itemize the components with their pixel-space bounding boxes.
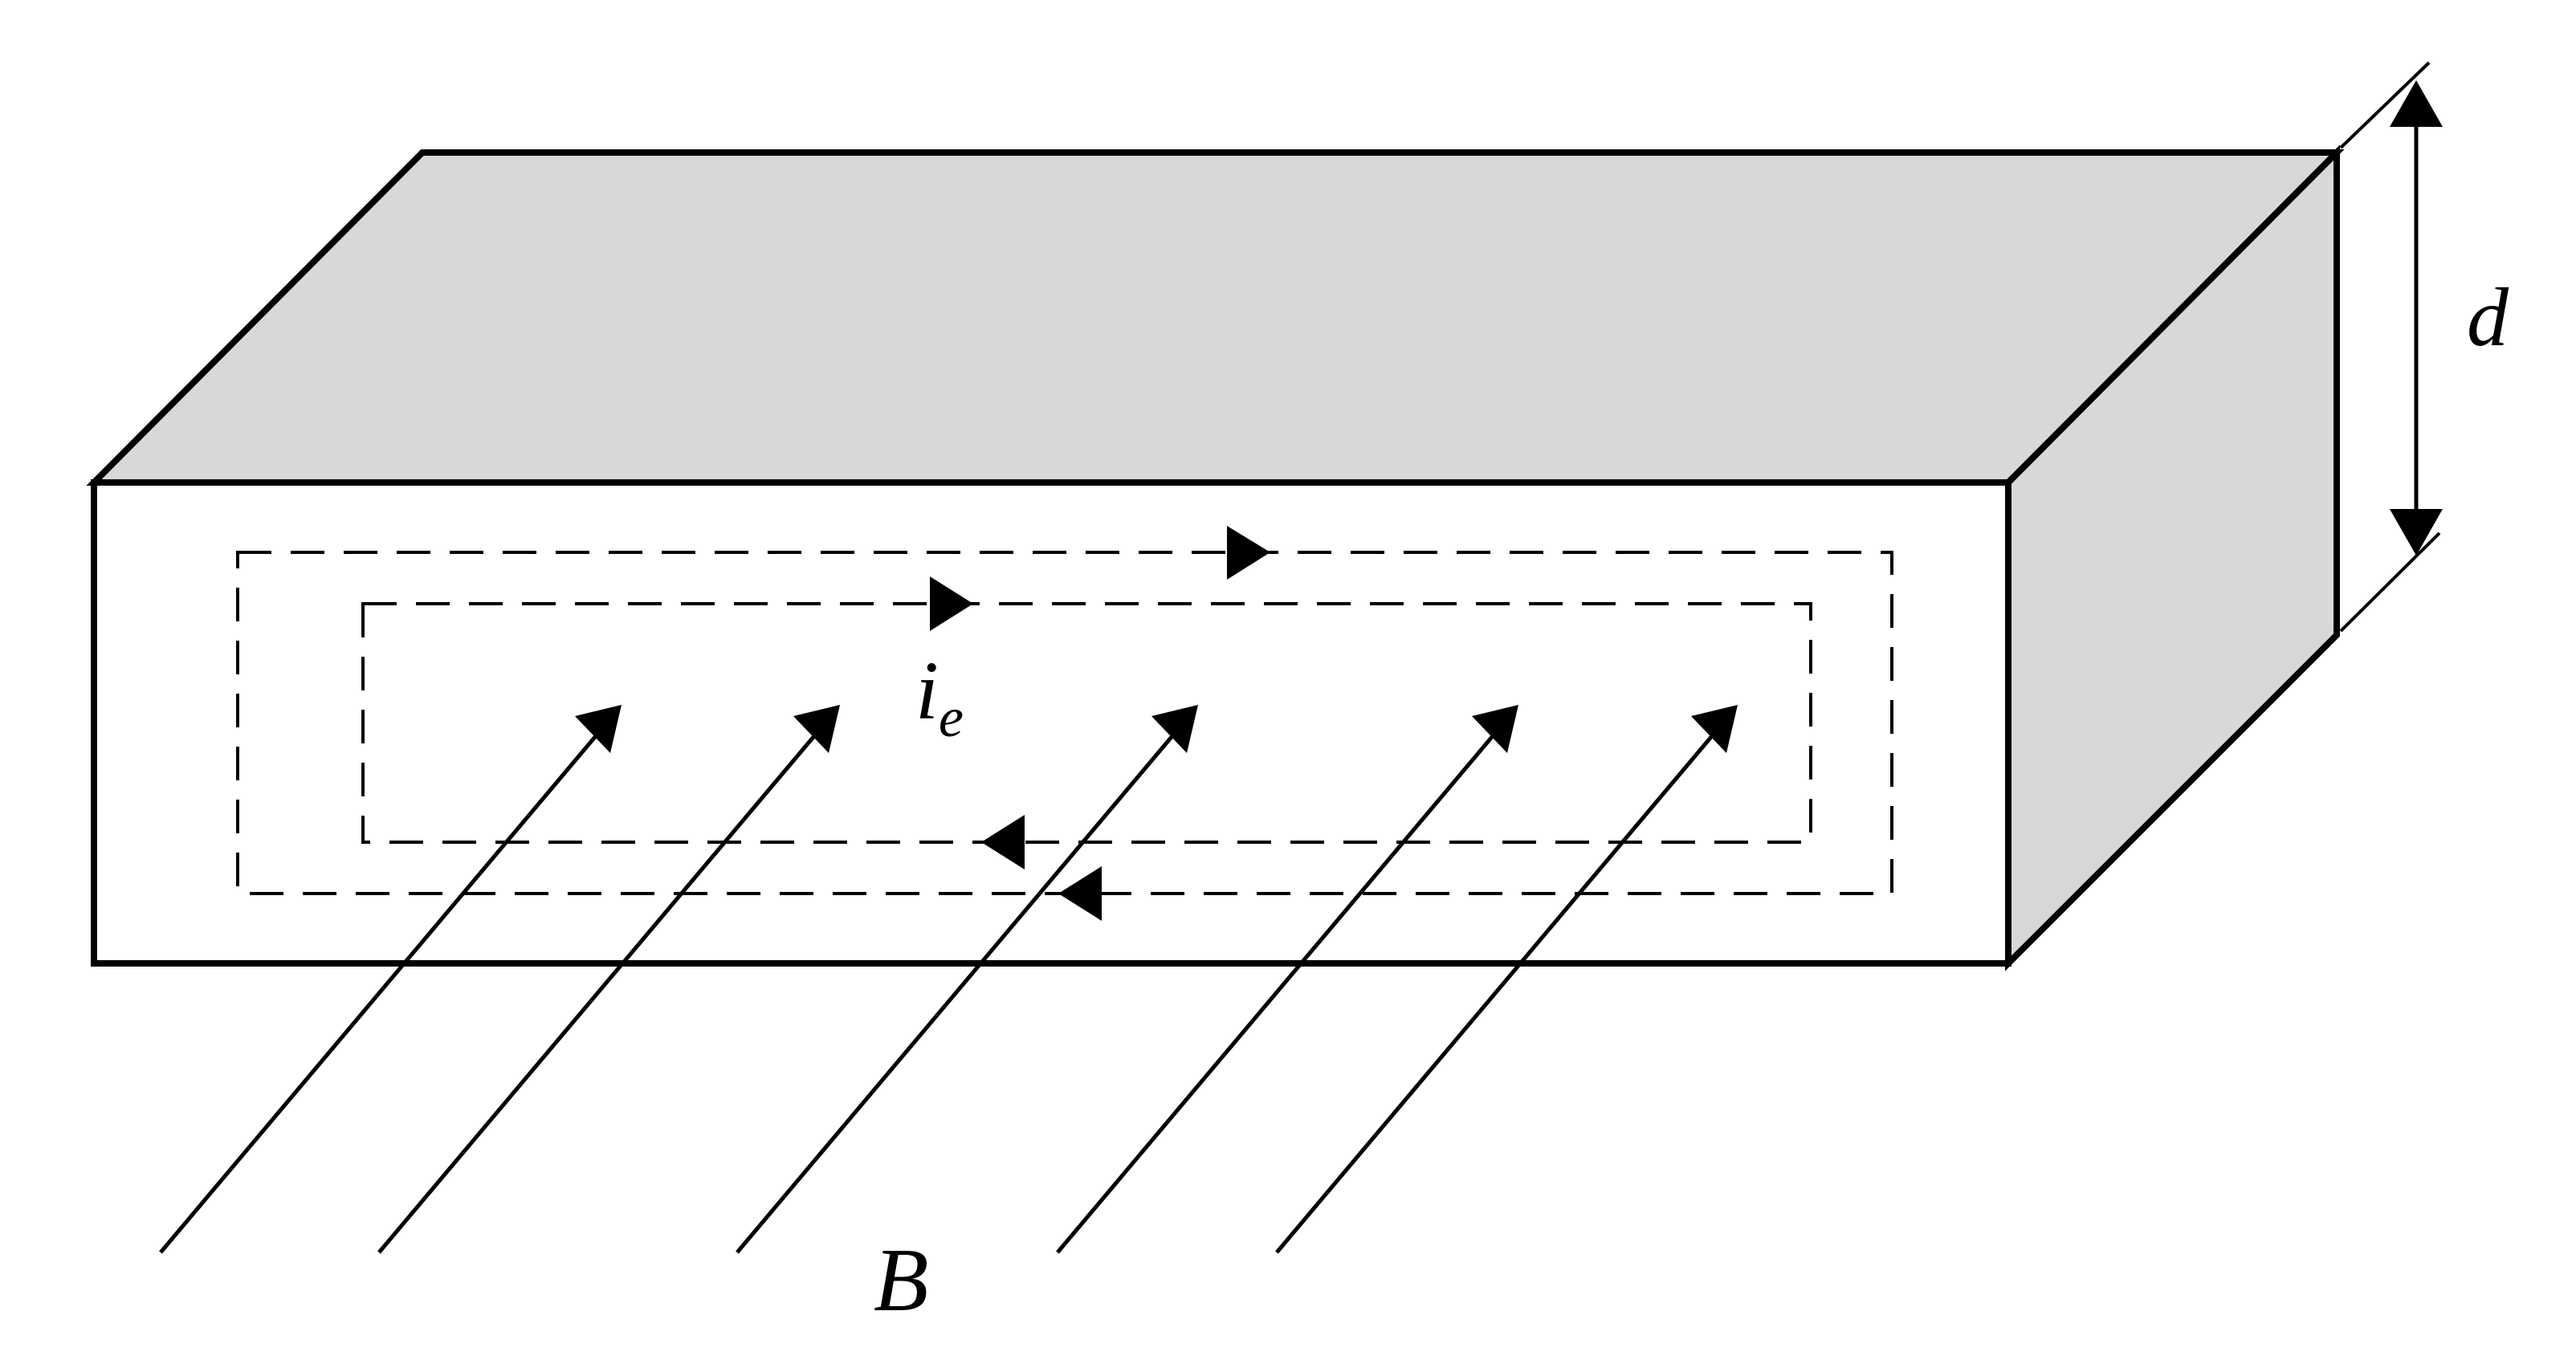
loop-arrow-outer-top <box>1227 526 1270 580</box>
dimension-arrow-up <box>2390 80 2443 127</box>
field-line-arrowhead <box>1472 705 1518 753</box>
loop-arrow-inner-top <box>930 576 973 631</box>
field-line <box>377 731 819 1254</box>
slab-front-face <box>91 479 2011 967</box>
thickness-label: d <box>2467 271 2509 364</box>
thickness-dimension <box>2339 61 2443 633</box>
loop-arrow-inner-bottom <box>981 815 1025 869</box>
field-line <box>159 731 601 1254</box>
dimension-extension-top <box>2339 61 2431 149</box>
eddy-current-subscript: e <box>939 687 964 749</box>
eddy-current-symbol: i <box>915 645 939 737</box>
dimension-arrow-down <box>2390 509 2443 556</box>
magnetic-field-label: B <box>874 1231 928 1330</box>
field-line <box>736 731 1177 1254</box>
field-line-arrowhead <box>1151 705 1198 753</box>
magnetic-field-lines <box>159 705 1738 1254</box>
field-line-arrowhead <box>575 705 622 753</box>
slab-top-face <box>86 149 2345 486</box>
field-line-arrowhead <box>1691 705 1738 753</box>
field-line <box>1275 731 1717 1254</box>
eddy-current-label: ie <box>915 645 964 749</box>
eddy-loop-inner <box>361 602 1812 844</box>
slab <box>86 145 2345 971</box>
dimension-extension-bottom <box>2339 531 2441 633</box>
field-line-arrowhead <box>793 705 840 753</box>
eddy-current-loops <box>236 526 1893 921</box>
field-line <box>1056 731 1498 1254</box>
loop-arrow-outer-bottom <box>1058 866 1102 921</box>
